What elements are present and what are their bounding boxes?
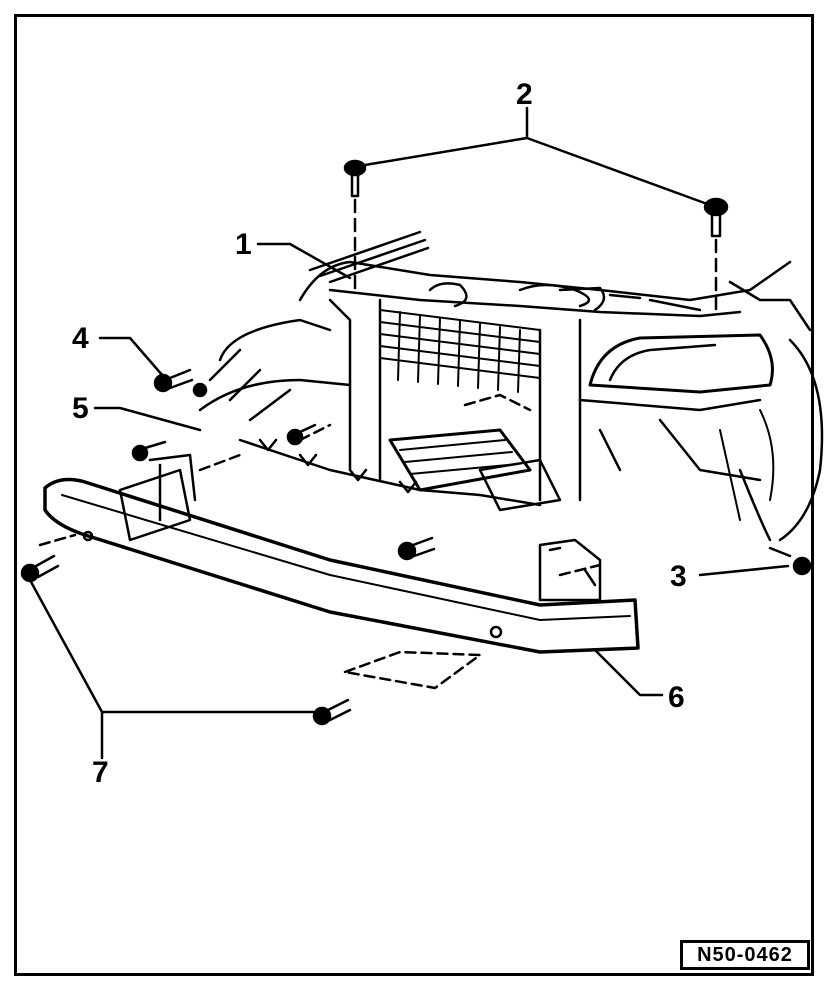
- diagram-frame: [14, 14, 814, 976]
- callout-3: 3: [670, 560, 687, 593]
- leader-2: [363, 106, 712, 207]
- right-fender-top: [728, 280, 812, 332]
- bolt-3: [768, 546, 812, 576]
- reference-code-label: N50-0462: [680, 940, 810, 970]
- lock-carrier-top: [328, 288, 742, 318]
- leader-7: [28, 578, 317, 760]
- bolt-7-bottom: [312, 698, 352, 726]
- bolts: [20, 159, 812, 726]
- callout-1: 1: [235, 228, 252, 261]
- lock-carrier-frame: [328, 298, 582, 502]
- bolt-top-left: [343, 159, 367, 292]
- bumper-cover-bracket-notches: [258, 438, 418, 494]
- callout-4: 4: [72, 322, 89, 355]
- bumper-hidden-lines: [38, 533, 602, 690]
- bolt-mount-left: [131, 444, 149, 462]
- leader-1: [256, 242, 352, 280]
- bolt-carrier-left: [192, 382, 208, 398]
- bolt-7-left: [20, 554, 60, 583]
- right-headlight: [588, 333, 774, 394]
- hood-edge: [308, 230, 430, 284]
- left-headlight-carrier: [198, 318, 352, 412]
- leader-3: [698, 564, 790, 577]
- lower-cooler: [388, 428, 532, 492]
- beam-hole-left: [82, 530, 94, 542]
- body-upper-contour: [298, 260, 792, 302]
- callout-7: 7: [92, 756, 109, 789]
- callout-5: 5: [72, 392, 89, 425]
- hidden-lines: [198, 393, 532, 472]
- bolt-lower-center: [397, 536, 436, 561]
- right-wheelhouse: [738, 338, 824, 542]
- leader-5: [93, 406, 202, 432]
- leader-6: [593, 648, 664, 697]
- callout-6: 6: [668, 681, 685, 714]
- bumper-beam-top-edge: [61, 494, 631, 621]
- leader-lines: [28, 106, 790, 760]
- right-bumper-mount: [538, 538, 602, 602]
- radiator-core: [379, 309, 541, 393]
- callout-2: 2: [516, 78, 533, 111]
- beam-hole-right: [489, 625, 503, 639]
- bolt-top-right: [703, 197, 729, 312]
- bumper-beam-front: [43, 477, 640, 654]
- bolt-headlight-left: [286, 428, 304, 446]
- leader-4: [98, 336, 165, 378]
